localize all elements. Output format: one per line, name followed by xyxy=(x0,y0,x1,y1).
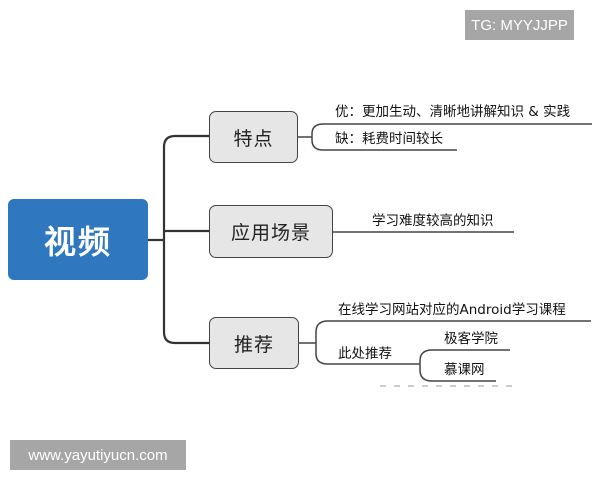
leaf-recommend-here[interactable]: 此处推荐 xyxy=(338,346,392,362)
branch-node-label: 应用场景 xyxy=(230,222,311,244)
branch-node-scenarios[interactable]: 应用场景 xyxy=(209,205,333,258)
watermark-text: TG: MYYJJPP xyxy=(471,16,568,34)
watermark-text: www.yayutiyucn.com xyxy=(28,446,168,464)
root-node-video[interactable]: 视频 xyxy=(8,199,148,280)
branch-node-recommend[interactable]: 推荐 xyxy=(209,317,299,369)
root-node-label: 视频 xyxy=(43,222,112,261)
branch-node-label: 特点 xyxy=(233,127,274,150)
leaf-cons[interactable]: 缺：耗费时间较长 xyxy=(335,131,443,147)
watermark-bottom-left: www.yayutiyucn.com xyxy=(10,440,186,470)
leaf-scenario[interactable]: 学习难度较高的知识 xyxy=(372,213,494,229)
leaf-jikexueyuan[interactable]: 极客学院 xyxy=(444,331,498,347)
leaf-online-courses[interactable]: 在线学习网站对应的Android学习课程 xyxy=(338,302,566,318)
faint-cutoff-text xyxy=(380,385,520,387)
branch-node-label: 推荐 xyxy=(233,333,274,356)
leaf-pros[interactable]: 优：更加生动、清晰地讲解知识 & 实践 xyxy=(335,104,571,120)
watermark-top-right: TG: MYYJJPP xyxy=(465,10,574,40)
branch-node-features[interactable]: 特点 xyxy=(209,111,298,163)
leaf-imooc[interactable]: 慕课网 xyxy=(444,362,485,378)
